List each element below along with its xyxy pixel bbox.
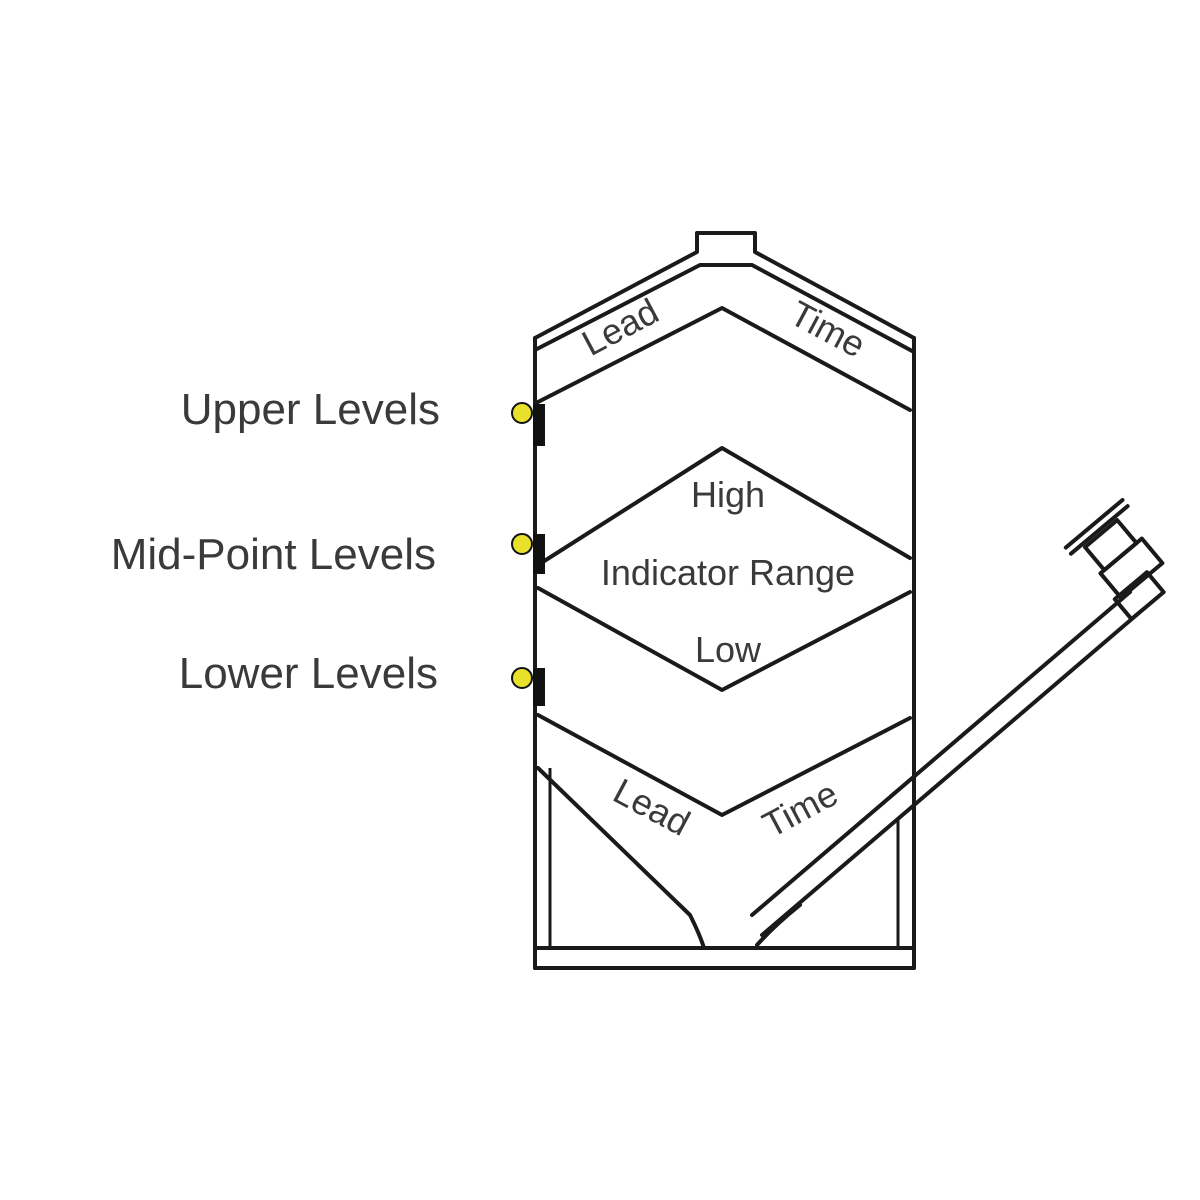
sensor-lower xyxy=(511,667,545,706)
bottom-time-label: Time xyxy=(756,772,845,845)
silo-roof xyxy=(533,231,916,354)
top-lead-label: Lead xyxy=(575,290,665,364)
mid-point-levels-label: Mid-Point Levels xyxy=(111,530,436,579)
top-time-label: Time xyxy=(784,292,873,365)
indicator-range-label: Indicator Range xyxy=(601,552,855,593)
high-label: High xyxy=(691,474,765,515)
upper-lead-time-band xyxy=(536,306,912,412)
lower-lead-time-band xyxy=(536,713,912,817)
upper-levels-label: Upper Levels xyxy=(181,385,440,434)
silo-base xyxy=(533,946,916,970)
indicator-range-diamond xyxy=(536,446,912,692)
lower-levels-label: Lower Levels xyxy=(179,649,438,698)
sensor-upper xyxy=(511,402,545,446)
bottom-lead-label: Lead xyxy=(607,770,697,844)
low-label: Low xyxy=(695,629,762,670)
auger-conveyor xyxy=(750,497,1166,937)
sensor-mid xyxy=(511,533,545,574)
